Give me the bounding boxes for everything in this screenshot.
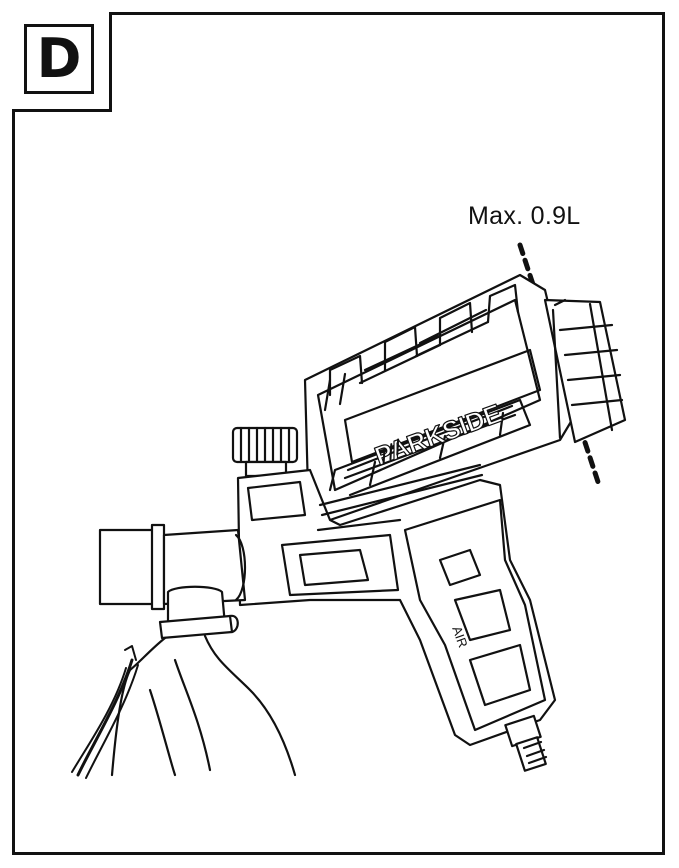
grip-label: AIR — [449, 624, 471, 649]
air-hose — [71, 645, 139, 779]
suction-bottle — [110, 585, 297, 777]
gun-body — [236, 463, 557, 747]
paint-container — [303, 273, 577, 522]
figure-letter-box: D — [24, 24, 94, 94]
figure-letter: D — [36, 27, 82, 90]
nozzle — [98, 523, 247, 611]
capacity-label: Max. 0.9L — [468, 202, 581, 230]
regulator-knob — [231, 426, 299, 478]
figure-tab: D — [12, 12, 112, 112]
air-inlet — [504, 714, 548, 772]
container-lid — [543, 298, 627, 444]
brand-logo-icon — [382, 438, 400, 465]
figure-frame — [12, 12, 665, 855]
